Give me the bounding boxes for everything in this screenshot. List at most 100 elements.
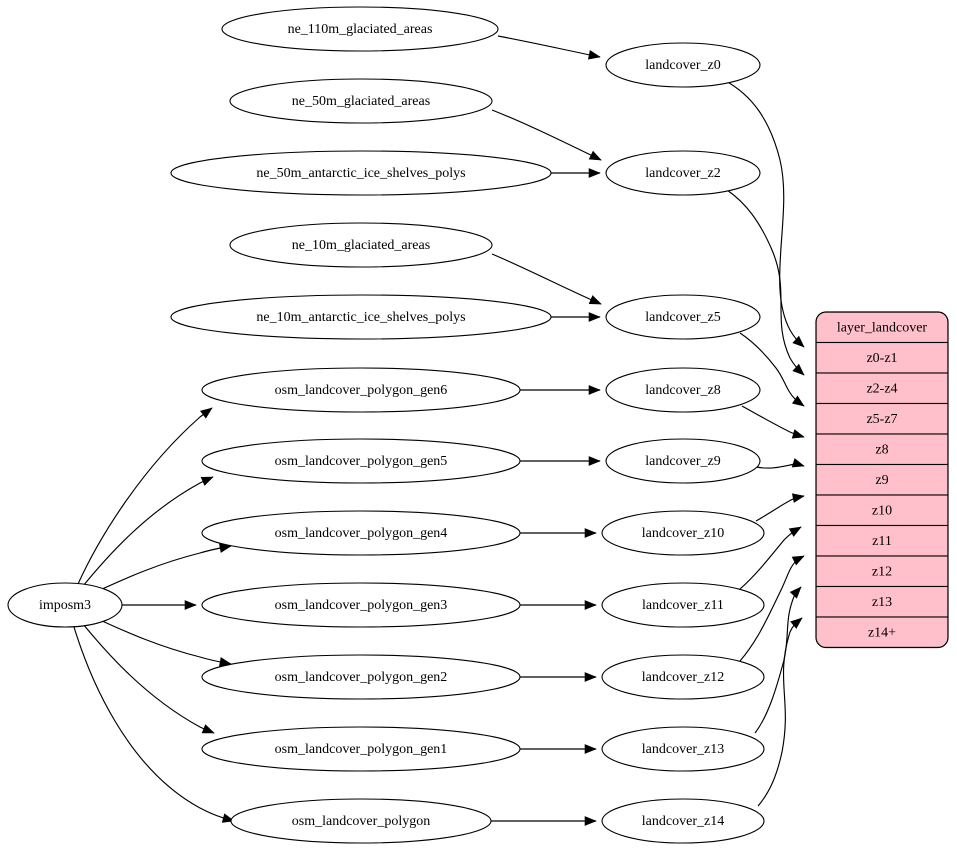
edge-arrowhead — [201, 724, 215, 734]
edge-osm_landcover_polygon_gen4-to-landcover_z10 — [520, 528, 597, 538]
node-shape — [201, 582, 521, 628]
edge-line — [77, 407, 213, 585]
table-outline — [815, 311, 949, 649]
node-shape — [601, 726, 765, 772]
edge-imposm3-to-osm_landcover_polygon_gen3 — [122, 600, 197, 610]
edge-line — [497, 35, 601, 58]
layer-landcover-table[interactable]: layer_landcoverz0-z1z2-z4z5-z7z8z9z10z11… — [815, 311, 949, 649]
table-row-z2-z4[interactable]: z2-z4 — [816, 372, 948, 405]
node-landcover_z2[interactable]: landcover_z2 — [605, 150, 761, 196]
edge-ne_110m_glaciated_areas-to-landcover_z0 — [497, 35, 601, 60]
table-row-z13[interactable]: z13 — [816, 585, 948, 618]
edge-arrowhead — [791, 395, 805, 407]
table-row-z0-z1[interactable]: z0-z1 — [816, 341, 948, 374]
node-osm_landcover_polygon_gen4[interactable]: osm_landcover_polygon_gen4 — [201, 510, 521, 556]
node-landcover_z0[interactable]: landcover_z0 — [605, 42, 761, 88]
table-header: layer_landcover — [816, 312, 948, 344]
node-osm_landcover_polygon_gen6[interactable]: osm_landcover_polygon_gen6 — [201, 367, 521, 413]
node-shape — [201, 438, 521, 484]
edge-landcover_z13-to-row_z13 — [754, 586, 802, 734]
node-landcover_z9[interactable]: landcover_z9 — [605, 438, 761, 484]
node-shape — [229, 78, 493, 124]
table-row-z5-z7[interactable]: z5-z7 — [816, 402, 948, 435]
node-shape — [170, 150, 552, 196]
edge-line — [491, 253, 602, 305]
edge-arrowhead — [791, 555, 805, 566]
node-landcover_z5[interactable]: landcover_z5 — [605, 294, 761, 340]
edge-osm_landcover_polygon-to-landcover_z14 — [491, 816, 597, 826]
node-shape — [170, 294, 552, 340]
node-shape — [605, 42, 761, 88]
table-row-z9[interactable]: z9 — [816, 463, 948, 496]
table-row-z12[interactable]: z12 — [816, 555, 948, 588]
edge-arrowhead — [788, 526, 802, 537]
node-shape — [605, 367, 761, 413]
edge-arrowhead — [184, 600, 197, 610]
node-ne_10m_glaciated_areas[interactable]: ne_10m_glaciated_areas — [229, 222, 493, 268]
node-shape — [601, 798, 765, 844]
edge-osm_landcover_polygon_gen5-to-landcover_z9 — [520, 456, 601, 466]
table-row-z8[interactable]: z8 — [816, 433, 948, 466]
edge-arrowhead — [791, 493, 805, 503]
table-row-z14+[interactable]: z14+ — [816, 616, 948, 648]
edge-arrowhead — [588, 312, 601, 322]
node-ne_10m_antarctic_ice_shelves_polys[interactable]: ne_10m_antarctic_ice_shelves_polys — [170, 294, 552, 340]
table-row-bg — [816, 433, 948, 466]
node-shape — [201, 726, 521, 772]
node-ne_50m_antarctic_ice_shelves_polys[interactable]: ne_50m_antarctic_ice_shelves_polys — [170, 150, 552, 196]
node-landcover_z10[interactable]: landcover_z10 — [601, 510, 765, 556]
node-landcover_z8[interactable]: landcover_z8 — [605, 367, 761, 413]
edge-line — [757, 617, 803, 807]
node-osm_landcover_polygon_gen1[interactable]: osm_landcover_polygon_gen1 — [201, 726, 521, 772]
node-shape — [230, 798, 492, 844]
edge-arrowhead — [587, 50, 601, 60]
node-shape — [605, 150, 761, 196]
edge-osm_landcover_polygon_gen3-to-landcover_z11 — [520, 600, 597, 610]
edge-arrowhead — [588, 168, 601, 178]
table-row-z10[interactable]: z10 — [816, 494, 948, 527]
table-row-bg — [816, 463, 948, 496]
edge-imposm3-to-osm_landcover_polygon_gen6 — [77, 407, 213, 585]
edge-landcover_z9-to-row_z9 — [755, 458, 805, 469]
edge-landcover_z11-to-row_z11 — [739, 526, 802, 590]
edge-arrowhead — [790, 617, 803, 629]
node-shape — [601, 582, 765, 628]
node-osm_landcover_polygon_gen2[interactable]: osm_landcover_polygon_gen2 — [201, 654, 521, 700]
node-ne_50m_glaciated_areas[interactable]: ne_50m_glaciated_areas — [229, 78, 493, 124]
nodes-layer: imposm3 ne_110m_glaciated_areas ne_50m_gla… — [7, 6, 765, 844]
table-row-bg — [816, 341, 948, 374]
node-shape — [601, 654, 765, 700]
node-landcover_z14[interactable]: landcover_z14 — [601, 798, 765, 844]
edge-landcover_z8-to-row_z8 — [741, 405, 805, 439]
edge-landcover_z5-to-row_z5-z7 — [739, 332, 805, 407]
edge-arrowhead — [584, 816, 597, 826]
table-body: layer_landcoverz0-z1z2-z4z5-z7z8z9z10z11… — [816, 312, 948, 648]
edge-line — [723, 79, 805, 348]
node-osm_landcover_polygon_gen3[interactable]: osm_landcover_polygon_gen3 — [201, 582, 521, 628]
edges-layer — [73, 35, 805, 826]
node-osm_landcover_polygon_gen5[interactable]: osm_landcover_polygon_gen5 — [201, 438, 521, 484]
edge-arrowhead — [792, 363, 805, 376]
node-landcover_z12[interactable]: landcover_z12 — [601, 654, 765, 700]
node-landcover_z13[interactable]: landcover_z13 — [601, 726, 765, 772]
node-shape — [229, 222, 493, 268]
table-row-bg — [816, 372, 948, 405]
node-shape — [201, 510, 521, 556]
node-osm_landcover_polygon[interactable]: osm_landcover_polygon — [230, 798, 492, 844]
table-row-bg — [816, 494, 948, 527]
edge-line — [491, 109, 602, 161]
edge-ne_10m_antarctic_ice_shelves_polys-to-landcover_z5 — [551, 312, 601, 322]
edge-arrowhead — [789, 586, 802, 599]
edge-imposm3-to-osm_landcover_polygon_gen2 — [99, 619, 232, 667]
edge-line — [726, 189, 805, 376]
edge-landcover_z10-to-row_z10 — [755, 493, 805, 522]
edge-line — [99, 619, 232, 665]
edge-arrowhead — [588, 295, 602, 305]
node-imposm3[interactable]: imposm3 — [7, 582, 123, 628]
node-landcover_z11[interactable]: landcover_z11 — [601, 582, 765, 628]
node-ne_110m_glaciated_areas[interactable]: ne_110m_glaciated_areas — [221, 6, 499, 52]
table-row-z11[interactable]: z11 — [816, 524, 948, 557]
edge-arrowhead — [200, 407, 213, 419]
edge-ne_50m_antarctic_ice_shelves_polys-to-landcover_z2 — [551, 168, 601, 178]
edge-arrowhead — [791, 458, 805, 468]
